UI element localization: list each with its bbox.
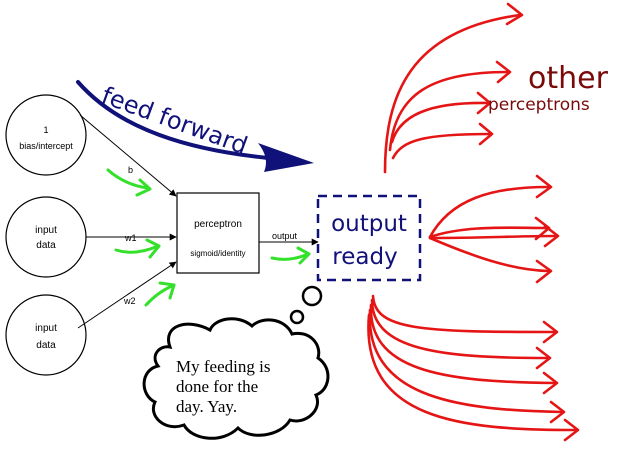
green-arrows: [106, 168, 311, 307]
green-arrow-w1-icon: [114, 244, 160, 254]
red-arrow-up-1-icon: [383, 13, 522, 174]
input-node-1-line2: data: [36, 240, 56, 251]
perceptron-node: perceptron sigmoid/identity: [176, 192, 260, 274]
green-arrowhead-output-icon: [296, 246, 311, 265]
input-node-2-line1: input: [35, 323, 57, 334]
edge-bias-to-perceptron: [79, 114, 177, 197]
red-arrow-low-4-icon: [368, 308, 564, 414]
weight-w2-label: w2: [123, 296, 136, 306]
red-arrow-up-3-icon: [390, 101, 490, 144]
red-arrow-up-2-icon: [388, 70, 510, 152]
output-label: output: [272, 231, 298, 241]
thought-line-1: My feeding is: [176, 357, 270, 376]
output-ready-box: output ready: [316, 194, 422, 282]
output-ready-line1: output: [331, 211, 407, 237]
weight-b-label: b: [128, 165, 133, 175]
perceptron-title: perceptron: [194, 219, 242, 230]
bias-node-value: 1: [43, 125, 48, 135]
input-node-2-line2: data: [36, 340, 56, 351]
input-node-2: input data: [5, 294, 87, 376]
thought-bubble: My feeding is done for the day. Yay.: [142, 285, 330, 440]
edge-input2-to-perceptron: [77, 261, 177, 329]
red-arrow-mid-2-icon: [428, 226, 548, 239]
thought-cloud-icon: [142, 317, 330, 440]
weight-w1-label: w1: [124, 233, 137, 243]
green-arrowhead-w2-icon: [158, 281, 176, 300]
green-arrowhead-w1-icon: [145, 238, 161, 259]
thought-dot-small-icon: [289, 309, 305, 325]
thought-line-2: done for the: [176, 377, 258, 396]
thought-line-3: day. Yay.: [176, 397, 237, 416]
green-arrow-w2-icon: [144, 284, 174, 307]
red-arrow-up-4-icon: [391, 132, 492, 160]
input-node-1: input data: [5, 196, 87, 278]
green-arrow-bias-icon: [106, 168, 150, 190]
input-node-1-line1: input: [35, 225, 57, 236]
bias-node-label: bias/intercept: [19, 141, 73, 151]
feed-forward-label: feed forward: [98, 81, 251, 160]
feed-forward-arrow: feed forward: [76, 80, 314, 172]
thought-dot-large-icon: [301, 285, 323, 307]
green-arrowhead-bias-icon: [135, 178, 152, 197]
red-arrow-mid-3-icon: [428, 234, 557, 240]
output-ready-line2: ready: [332, 244, 397, 270]
red-arrow-low-5-icon: [367, 313, 578, 432]
perceptron-activation: sigmoid/identity: [190, 249, 245, 258]
red-arrow-mid-1-icon: [428, 185, 550, 239]
red-arrow-low-1-icon: [371, 294, 557, 334]
feed-forward-arrowhead-icon: [258, 143, 314, 172]
bias-node: 1 bias/intercept: [5, 94, 87, 176]
green-arrow-output-icon: [270, 252, 310, 261]
red-arrows: [367, 2, 580, 442]
red-arrow-low-2-icon: [370, 298, 550, 360]
red-arrow-mid-4-icon: [428, 236, 550, 273]
other-label: other: [528, 61, 609, 96]
red-arrow-low-3-icon: [369, 303, 557, 385]
perceptrons-label: perceptrons: [488, 95, 590, 115]
